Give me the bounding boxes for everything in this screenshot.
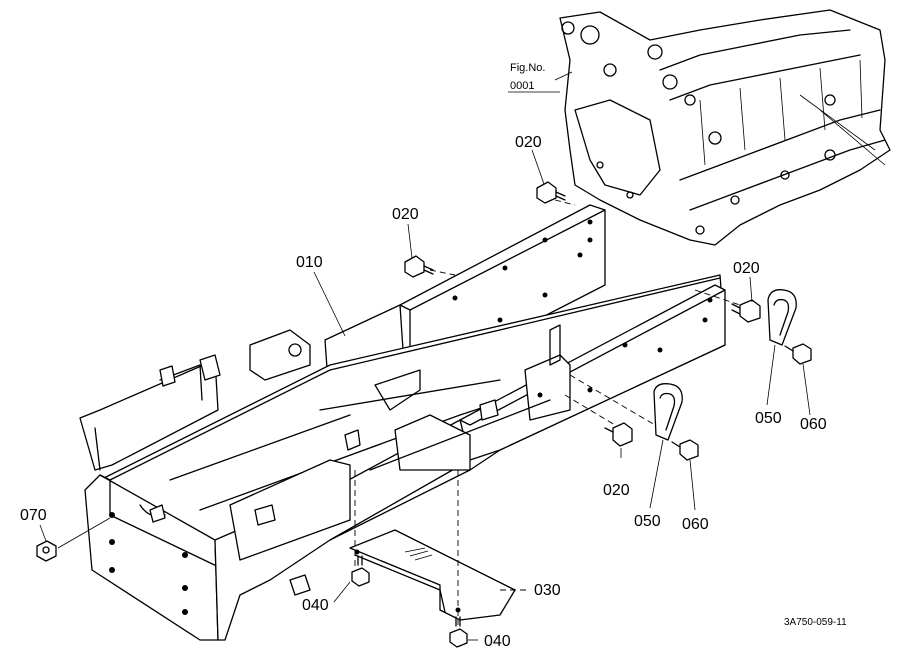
nut-070 [36, 540, 57, 562]
label-070: 070 [20, 507, 47, 524]
label-020-b: 020 [515, 134, 542, 151]
bolt-060-b [671, 439, 699, 461]
label-020-c: 020 [733, 260, 760, 277]
clamp-050-b [653, 383, 683, 441]
part-labels: 010 020 020 020 020 030 040 040 050 050 … [20, 134, 827, 650]
bolt-040-a [351, 555, 370, 587]
label-060-a: 060 [800, 416, 827, 433]
bolt-020-a [536, 181, 566, 204]
label-020-a: 020 [392, 206, 419, 223]
label-060-b: 060 [682, 516, 709, 533]
engine-block [559, 9, 891, 246]
clamp-050-a [767, 289, 797, 346]
drawing-code: 3A750-059-11 [784, 617, 847, 628]
label-040-a: 040 [302, 597, 329, 614]
fig-reference: Fig.No. 0001 [508, 62, 573, 93]
label-010: 010 [296, 254, 323, 271]
label-020-d: 020 [603, 482, 630, 499]
bolt-020-d [604, 422, 633, 447]
leader-lines [39, 149, 811, 641]
label-040-b: 040 [484, 633, 511, 650]
label-030: 030 [534, 582, 561, 599]
bolt-060-a [784, 343, 812, 365]
fig-number: 0001 [510, 80, 534, 92]
label-050-b: 050 [634, 513, 661, 530]
bolt-020-b [404, 255, 434, 278]
skid-plate [349, 529, 516, 621]
assembly-lines [354, 199, 741, 625]
label-050-a: 050 [755, 410, 782, 427]
fig-label: Fig.No. [510, 62, 545, 74]
bolt-040-b [449, 616, 468, 648]
main-frame [79, 274, 726, 641]
